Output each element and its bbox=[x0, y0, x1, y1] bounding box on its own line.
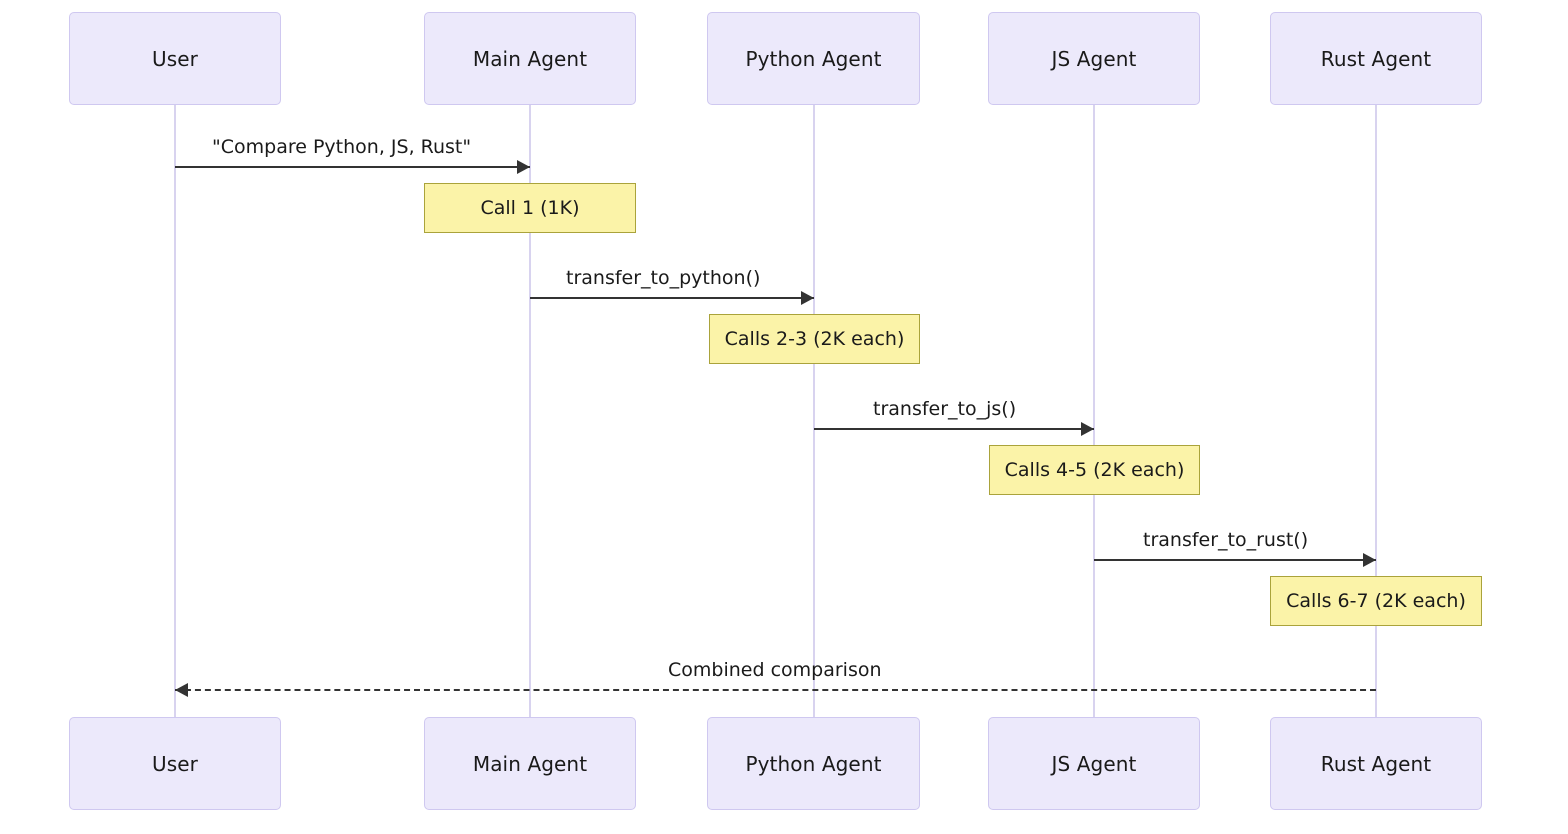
note-label: Calls 4-5 (2K each) bbox=[1004, 458, 1185, 481]
participant-python-agent-bottom[interactable]: Python Agent bbox=[707, 717, 920, 810]
participant-label: Python Agent bbox=[745, 46, 882, 71]
msg-transfer-python-arrowhead bbox=[801, 291, 814, 305]
msg-transfer-rust-arrowhead bbox=[1363, 553, 1376, 567]
note-calls-6-7[interactable]: Calls 6-7 (2K each) bbox=[1270, 576, 1482, 626]
participant-rust-agent-bottom[interactable]: Rust Agent bbox=[1270, 717, 1482, 810]
lifeline-user bbox=[174, 105, 176, 718]
participant-label: Main Agent bbox=[472, 46, 588, 71]
participant-label: JS Agent bbox=[1051, 751, 1137, 776]
msg-transfer-js-line bbox=[814, 428, 1094, 430]
msg-transfer-js-label: transfer_to_js() bbox=[873, 398, 1017, 420]
participant-js-agent-bottom[interactable]: JS Agent bbox=[988, 717, 1200, 810]
participant-label: User bbox=[152, 751, 198, 776]
msg-combined-comparison-line bbox=[175, 689, 1376, 691]
note-label: Call 1 (1K) bbox=[480, 196, 580, 219]
participant-label: JS Agent bbox=[1051, 46, 1137, 71]
msg-transfer-python-label: transfer_to_python() bbox=[566, 267, 761, 289]
msg-compare-arrowhead bbox=[517, 160, 530, 174]
note-calls-4-5[interactable]: Calls 4-5 (2K each) bbox=[989, 445, 1200, 495]
note-label: Calls 6-7 (2K each) bbox=[1286, 589, 1466, 612]
msg-compare-label: "Compare Python, JS, Rust" bbox=[212, 136, 472, 158]
participant-label: Main Agent bbox=[472, 751, 588, 776]
participant-label: Python Agent bbox=[745, 751, 882, 776]
lifeline-rust-agent bbox=[1375, 105, 1377, 718]
participant-main-agent-bottom[interactable]: Main Agent bbox=[424, 717, 636, 810]
participant-js-agent-top[interactable]: JS Agent bbox=[988, 12, 1200, 105]
msg-transfer-python-line bbox=[530, 297, 814, 299]
participant-python-agent-top[interactable]: Python Agent bbox=[707, 12, 920, 105]
msg-transfer-js-arrowhead bbox=[1081, 422, 1094, 436]
participant-label: Rust Agent bbox=[1320, 751, 1432, 776]
msg-combined-comparison-arrowhead bbox=[175, 683, 188, 697]
participant-user-bottom[interactable]: User bbox=[69, 717, 281, 810]
lifeline-js-agent bbox=[1093, 105, 1095, 718]
participant-label: Rust Agent bbox=[1320, 46, 1432, 71]
participant-rust-agent-top[interactable]: Rust Agent bbox=[1270, 12, 1482, 105]
msg-combined-comparison-label: Combined comparison bbox=[668, 659, 882, 681]
participant-main-agent-top[interactable]: Main Agent bbox=[424, 12, 636, 105]
participant-user-top[interactable]: User bbox=[69, 12, 281, 105]
msg-transfer-rust-line bbox=[1094, 559, 1376, 561]
participant-label: User bbox=[152, 46, 198, 71]
msg-transfer-rust-label: transfer_to_rust() bbox=[1143, 529, 1309, 551]
note-calls-2-3[interactable]: Calls 2-3 (2K each) bbox=[709, 314, 920, 364]
lifeline-main-agent bbox=[529, 105, 531, 718]
lifeline-python-agent bbox=[813, 105, 815, 718]
msg-compare-line bbox=[175, 166, 530, 168]
note-call-1[interactable]: Call 1 (1K) bbox=[424, 183, 636, 233]
note-label: Calls 2-3 (2K each) bbox=[724, 327, 905, 350]
